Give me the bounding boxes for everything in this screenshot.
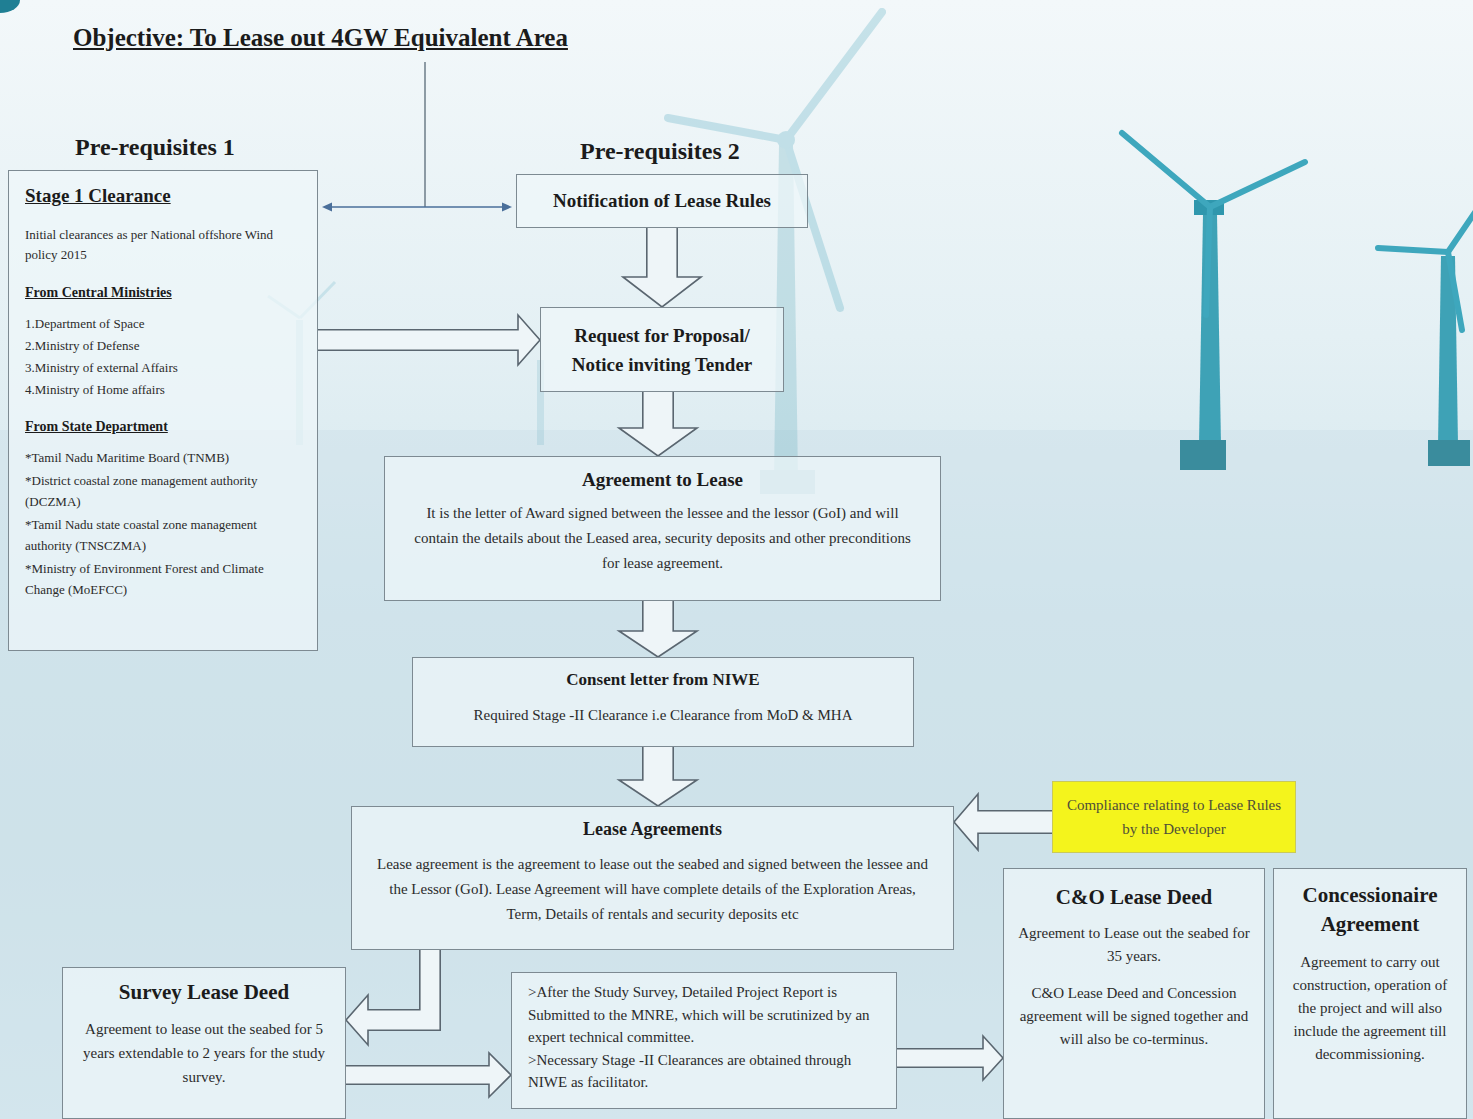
turbine-blade	[668, 118, 786, 140]
arrow-shaft-fill	[346, 1067, 492, 1084]
box-heading: Stage 1 Clearance	[25, 185, 277, 207]
section-heading: From State Department	[25, 419, 277, 435]
clearance-box: Pre-requisites 1Stage 1 ClearanceInitial…	[8, 170, 318, 651]
arrow-head	[619, 631, 697, 657]
connector-arrow	[322, 203, 512, 212]
arrow-shaft-fill	[644, 392, 673, 431]
process-box: Pre-requisites 2Notification of Lease Ru…	[516, 174, 808, 228]
arrow-shaft-fill	[318, 331, 521, 350]
box-body: Agreement to carry out construction, ope…	[1286, 951, 1454, 1066]
arrow-head	[954, 794, 978, 850]
turbine-platform	[1428, 440, 1470, 466]
turbine-hub	[777, 131, 795, 149]
box-heading: Agreement to Lease	[405, 469, 920, 491]
turbine-blade	[1448, 252, 1462, 330]
box-heading: Consent letter from NIWE	[429, 670, 897, 690]
faded-turbine	[668, 12, 882, 494]
box-body: It is the letter of Award signed between…	[405, 501, 920, 576]
arrow-head	[346, 995, 368, 1045]
connector-arrow	[346, 1053, 511, 1097]
turbine	[1122, 133, 1305, 470]
list-item: *Ministry of Environment Forest and Clim…	[25, 558, 277, 600]
turbine-blade	[1210, 162, 1305, 207]
arrow-shaft-fill	[365, 950, 430, 1020]
list-item: 4.Ministry of Home affairs	[25, 379, 277, 401]
turbine	[1378, 205, 1473, 466]
connector-arrow	[318, 315, 540, 365]
process-box: Lease AgreementsLease agreement is the a…	[351, 806, 954, 950]
process-box: Consent letter from NIWE Required Stage -…	[412, 657, 914, 747]
turbine-platform	[1180, 440, 1226, 470]
connector-arrow	[619, 601, 697, 657]
box-body: Agreement to lease out the seabed for 5 …	[77, 1017, 331, 1089]
diagram-title: Objective: To Lease out 4GW Equivalent A…	[73, 24, 568, 52]
box-body: >After the Study Survey, Detailed Projec…	[528, 981, 882, 1049]
arrow-head	[619, 428, 697, 456]
box-heading: Lease Agreements	[370, 819, 935, 840]
turbine-blade	[1378, 248, 1448, 252]
prerequisite-heading: Pre-requisites 2	[580, 138, 740, 165]
list-item: *Tamil Nadu Maritime Board (TNMB)	[25, 447, 277, 468]
arrow-shaft-fill	[975, 812, 1052, 833]
arrow-shaft-fill	[644, 747, 673, 783]
box-body: >Necessary Stage -II Clearances are obta…	[528, 1049, 882, 1094]
box-heading: Notification of Lease Rules	[529, 190, 795, 212]
box-heading: Concessionaire Agreement	[1286, 881, 1454, 939]
arrow-head	[322, 203, 332, 212]
arrow-head	[623, 277, 701, 307]
turbine-blade	[1122, 133, 1210, 207]
process-box: Concessionaire AgreementAgreement to car…	[1273, 868, 1467, 1119]
connector-line	[331, 206, 503, 208]
box-body: Compliance relating to Lease Rules by th…	[1065, 793, 1283, 841]
prerequisite-heading: Pre-requisites 1	[75, 134, 235, 161]
arrow-head	[518, 315, 540, 365]
turbine-blade	[1448, 205, 1473, 252]
box-body: Required Stage -II Clearance i.e Clearan…	[429, 704, 897, 726]
connector-arrow	[623, 228, 701, 307]
arrow-shaft-fill	[648, 228, 677, 280]
arrow-head	[619, 780, 697, 806]
box-body: Initial clearances as per National offsh…	[25, 225, 277, 265]
list-item: *Tamil Nadu state coastal zone managemen…	[25, 514, 277, 556]
arrow-shaft-fill	[897, 1050, 986, 1067]
list-item: 2.Ministry of Defense	[25, 335, 277, 357]
list-item: 3.Ministry of external Affairs	[25, 357, 277, 379]
process-box: Agreement to Lease It is the letter of Aw…	[384, 456, 941, 601]
turbine-blade	[786, 12, 882, 140]
box-heading: Request for Proposal/ Notice inviting Te…	[553, 321, 771, 379]
box-body: Agreement to Lease out the seabed for 35…	[1018, 922, 1250, 968]
title-leader-line	[424, 62, 426, 207]
connector-arrow	[346, 950, 430, 1045]
box-body: C&O Lease Deed and Concession agreement …	[1018, 982, 1250, 1051]
highlight-box: Compliance relating to Lease Rules by th…	[1052, 781, 1296, 853]
process-box: C&O Lease DeedAgreement to Lease out the…	[1003, 868, 1265, 1119]
process-box: >After the Study Survey, Detailed Projec…	[511, 972, 897, 1109]
list-item: *District coastal zone management author…	[25, 470, 277, 512]
arrow-head	[502, 203, 512, 212]
arrow-head	[489, 1053, 511, 1097]
box-body: Lease agreement is the agreement to leas…	[370, 852, 935, 927]
connector-arrow	[954, 794, 1052, 850]
connector-arrow	[897, 1036, 1003, 1080]
arrow-shaft-fill	[644, 601, 673, 634]
connector-arrow	[619, 392, 697, 456]
box-heading: Survey Lease Deed	[77, 980, 331, 1005]
connector-arrow	[619, 747, 697, 806]
turbine-blade	[1206, 207, 1210, 315]
corner-shape	[0, 0, 20, 13]
list-item: 1.Department of Space	[25, 313, 277, 335]
process-box: Survey Lease DeedAgreement to lease out …	[62, 967, 346, 1119]
process-box: Request for Proposal/ Notice inviting Te…	[540, 307, 784, 392]
section-heading: From Central Ministries	[25, 285, 277, 301]
box-heading: C&O Lease Deed	[1018, 885, 1250, 910]
